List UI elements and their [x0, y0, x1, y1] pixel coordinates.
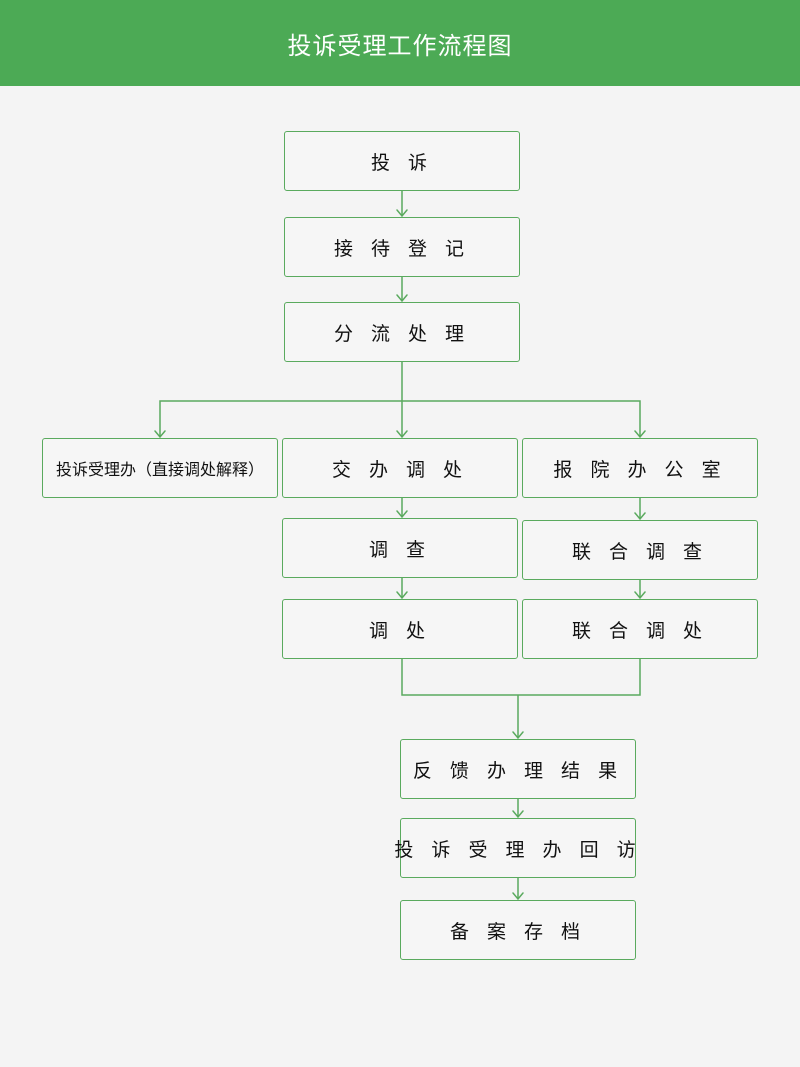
arrowhead-icon — [634, 430, 646, 439]
node-label: 联 合 调 查 — [571, 540, 709, 563]
node-complaint: 投 诉 — [284, 131, 520, 191]
node-mediation: 调 处 — [282, 599, 518, 659]
node-investigation: 调 查 — [282, 518, 518, 578]
node-label: 调 处 — [368, 619, 432, 642]
node-label: 备 案 存 档 — [449, 920, 587, 943]
node-label: 投 诉 — [370, 151, 434, 174]
arrowhead-icon — [396, 430, 408, 439]
node-label: 投诉受理办（直接调处解释） — [55, 460, 264, 479]
connector-merge-bar — [401, 659, 641, 696]
page-title: 投诉受理工作流程图 — [287, 31, 513, 60]
node-label: 分 流 处 理 — [333, 322, 471, 345]
node-label: 投 诉 受 理 办 回 访 — [394, 838, 642, 861]
arrowhead-icon — [396, 209, 408, 218]
connector-branch-bar — [159, 400, 641, 437]
node-return-visit: 投 诉 受 理 办 回 访 — [394, 818, 636, 878]
arrowhead-icon — [634, 512, 646, 521]
arrowhead-icon — [154, 430, 166, 439]
node-label: 报 院 办 公 室 — [553, 458, 727, 481]
node-joint-mediation: 联 合 调 处 — [522, 599, 758, 659]
node-label: 联 合 调 处 — [571, 619, 709, 642]
node-label: 反 馈 办 理 结 果 — [412, 759, 624, 782]
node-feedback-result: 反 馈 办 理 结 果 — [400, 739, 636, 799]
node-archive: 备 案 存 档 — [400, 900, 636, 960]
arrowhead-icon — [634, 591, 646, 600]
node-reception-registration: 接 待 登 记 — [284, 217, 520, 277]
arrowhead-icon — [396, 294, 408, 303]
arrowhead-icon — [396, 591, 408, 600]
node-label: 调 查 — [368, 538, 432, 561]
arrowhead-icon — [512, 731, 524, 740]
node-joint-investigation: 联 合 调 查 — [522, 520, 758, 580]
node-label: 接 待 登 记 — [333, 237, 471, 260]
node-label: 交 办 调 处 — [331, 458, 469, 481]
node-report-office: 报 院 办 公 室 — [522, 438, 758, 498]
arrowhead-icon — [512, 892, 524, 901]
arrowhead-icon — [512, 810, 524, 819]
node-assign-mediation: 交 办 调 处 — [282, 438, 518, 498]
arrowhead-icon — [396, 510, 408, 519]
node-direct-handling: 投诉受理办（直接调处解释） — [42, 438, 278, 498]
header-bar: 投诉受理工作流程图 — [0, 0, 800, 86]
node-triage: 分 流 处 理 — [284, 302, 520, 362]
